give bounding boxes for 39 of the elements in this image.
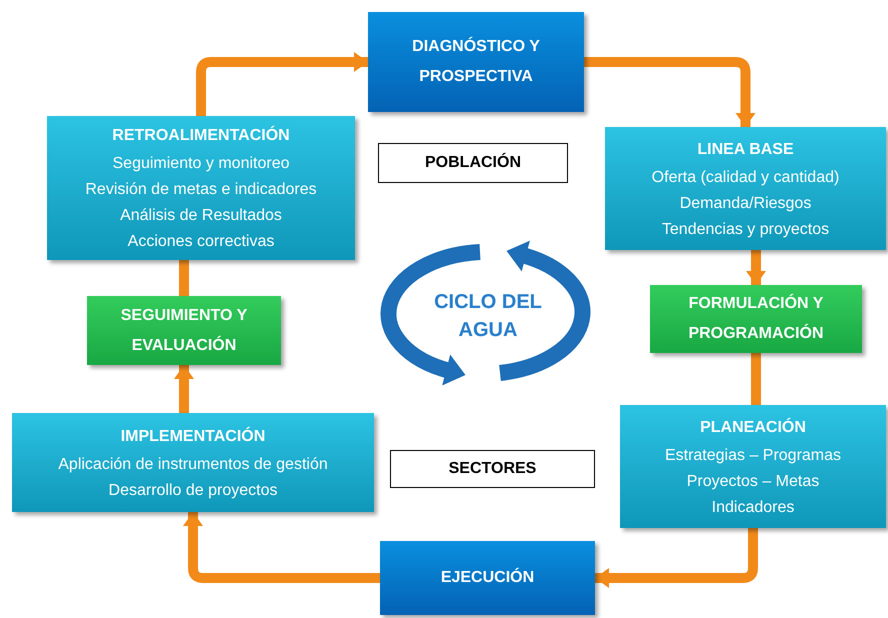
box-text: Demanda/Riesgos	[680, 194, 812, 214]
box-text: Revisión de metas e indicadores	[85, 180, 317, 200]
process-box	[380, 541, 595, 615]
arrow	[584, 57, 756, 127]
box-heading: PLANEACIÓN	[700, 416, 806, 438]
box-heading: SEGUIMIENTO Y EVALUACIÓN	[120, 306, 248, 356]
box-text: Análisis de Resultados	[120, 206, 282, 226]
box-heading: POBLACIÓN	[425, 152, 521, 173]
process-box	[605, 127, 886, 250]
box-text: Oferta (calidad y cantidad)	[652, 168, 840, 188]
process-box	[47, 116, 355, 260]
box-heading: SECTORES	[448, 459, 536, 479]
arrow	[196, 52, 368, 116]
box-text: Seguimiento y monitoreo	[112, 154, 290, 174]
box-text: Estrategias – Programas	[664, 446, 842, 466]
box-heading: RETROALIMENTACIÓN	[112, 124, 290, 146]
box-text: Proyectos – Metas	[686, 472, 820, 492]
box-text: Indicadores	[712, 498, 794, 518]
arrow	[746, 250, 766, 285]
process-box	[12, 413, 374, 512]
box-heading: EJECUCIÓN	[440, 566, 534, 588]
box-heading: LINEA BASE	[697, 140, 794, 160]
box-text: Tendencias y proyectos	[662, 220, 830, 240]
center-title: CICLO DEL AGUA	[433, 290, 543, 343]
arrow	[183, 512, 380, 583]
process-box	[368, 12, 584, 112]
label-box	[378, 143, 568, 183]
process-box	[620, 405, 886, 528]
box-heading: FORMULACIÓN Y PROGRAMACIÓN	[687, 292, 825, 344]
stage-box	[87, 296, 281, 365]
box-heading: DIAGNÓSTICO Y PROSPECTIVA	[411, 36, 541, 87]
box-text: Aplicación de instrumentos de gestión	[58, 454, 328, 474]
box-text: Acciones correctivas	[128, 232, 274, 252]
arrow	[595, 528, 758, 588]
box-heading: IMPLEMENTACIÓN	[120, 426, 266, 446]
box-text: Desarrollo de proyectos	[108, 480, 278, 500]
label-box	[390, 450, 595, 488]
arrow	[174, 365, 194, 413]
stage-box	[650, 285, 862, 353]
